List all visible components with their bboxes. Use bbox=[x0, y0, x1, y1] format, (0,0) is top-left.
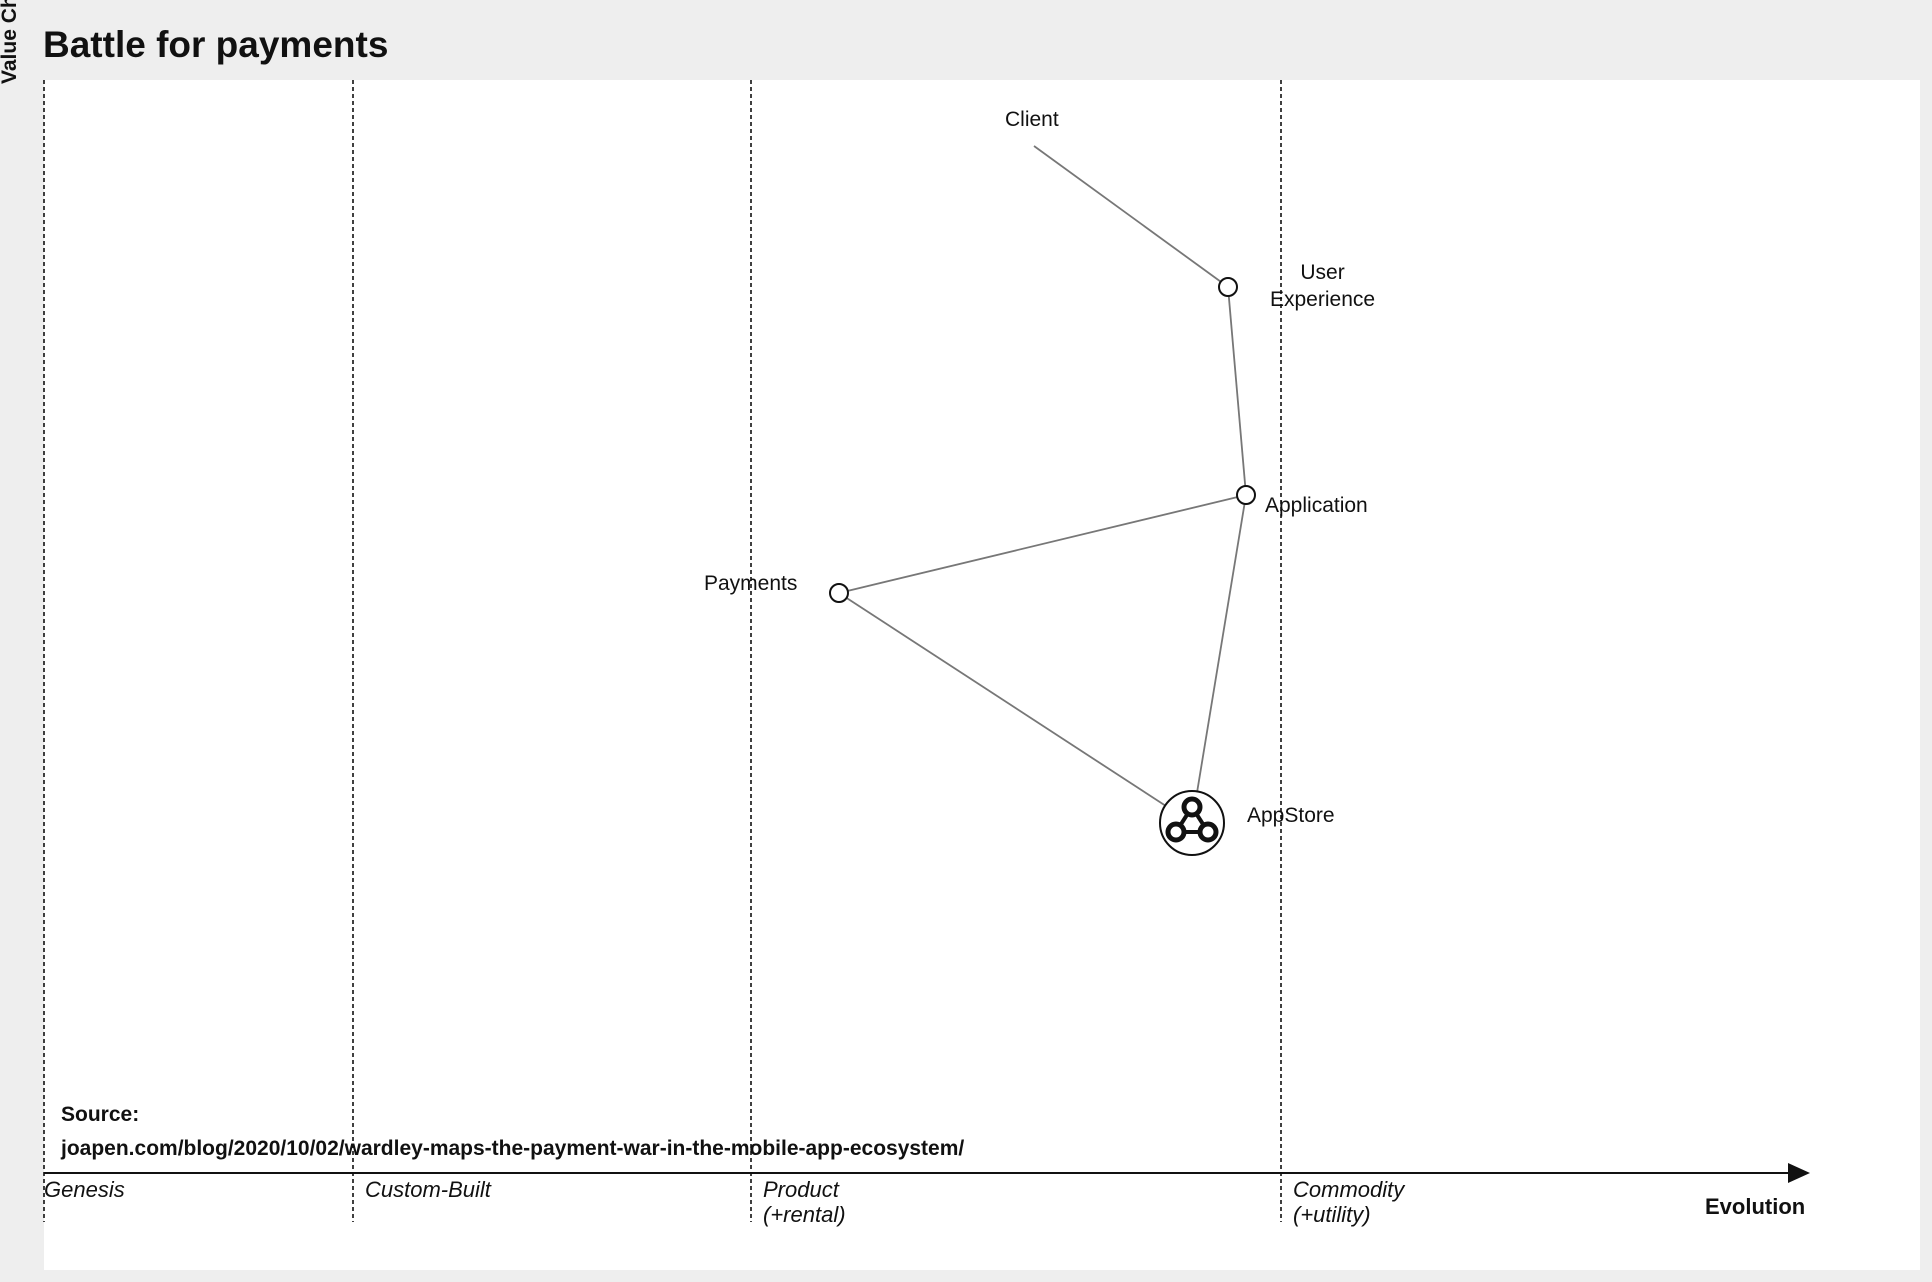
component-label-appstore: AppStore bbox=[1247, 804, 1335, 827]
link-client-to-user-experience bbox=[1033, 145, 1229, 288]
component-node-payments[interactable] bbox=[829, 583, 849, 603]
component-label-client: Client bbox=[1005, 108, 1059, 131]
stage-label-genesis: Genesis bbox=[44, 1177, 125, 1202]
evolution-axis-arrow bbox=[1788, 1163, 1810, 1183]
source-note: Source: joapen.com/blog/2020/10/02/wardl… bbox=[61, 1098, 964, 1166]
source-link[interactable]: joapen.com/blog/2020/10/02/wardley-maps-… bbox=[61, 1137, 965, 1160]
component-label-payments: Payments bbox=[704, 572, 798, 595]
component-node-user-experience[interactable] bbox=[1218, 277, 1238, 297]
stage-label-custom-built: Custom-Built bbox=[365, 1177, 491, 1202]
map-title: Battle for payments bbox=[43, 24, 389, 65]
link-payments-to-appstore bbox=[838, 592, 1193, 824]
components bbox=[829, 277, 1256, 856]
source-heading: Source: bbox=[61, 1103, 140, 1126]
link-application-to-payments bbox=[838, 494, 1247, 594]
dependency-links bbox=[838, 145, 1247, 824]
stage-label-commodity: Commodity (+utility) bbox=[1293, 1177, 1405, 1227]
component-label-application: Application bbox=[1265, 494, 1368, 517]
ecosystem-icon[interactable] bbox=[1159, 790, 1225, 856]
x-axis-label: Evolution bbox=[1705, 1194, 1806, 1219]
link-application-to-appstore bbox=[1191, 494, 1247, 824]
map-canvas bbox=[44, 80, 1920, 1270]
stage-label-product: Product (+rental) bbox=[763, 1177, 846, 1227]
evolution-axis bbox=[44, 1163, 1810, 1183]
stage-dividers bbox=[43, 80, 1282, 1222]
link-user-experience-to-application bbox=[1227, 286, 1247, 496]
component-node-application[interactable] bbox=[1236, 485, 1256, 505]
component-label-user-experience: User Experience bbox=[1270, 261, 1376, 311]
